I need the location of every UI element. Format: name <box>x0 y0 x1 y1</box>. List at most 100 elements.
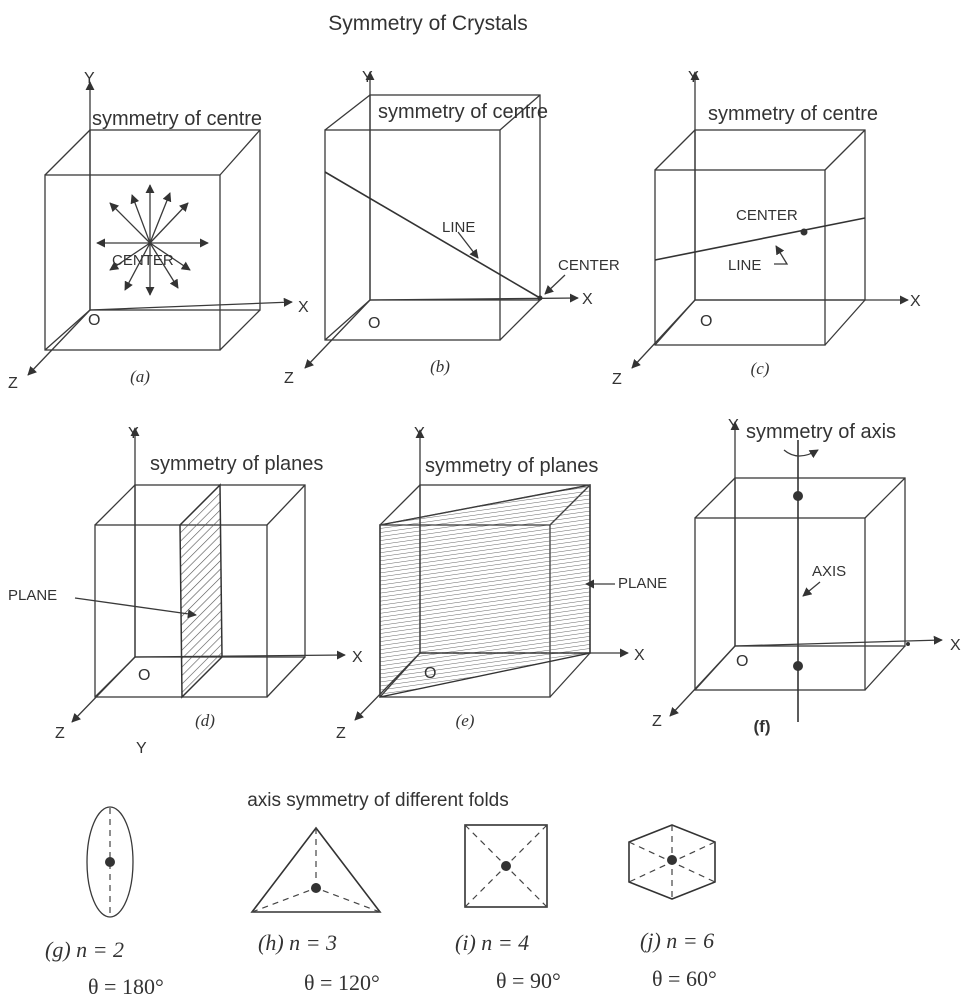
z-axis-label: Z <box>284 370 294 387</box>
center-point <box>537 295 543 301</box>
z-axis <box>669 645 736 717</box>
axis-point <box>667 855 677 865</box>
z-axis-label: Z <box>55 725 65 742</box>
origin-label: O <box>368 315 380 332</box>
panel-a: Y X Z O symmetry of centre CENTER (a) <box>8 70 309 392</box>
ellipse-outline <box>86 806 134 918</box>
figure-title: Symmetry of Crystals <box>328 12 528 35</box>
z-axis-label: Z <box>8 375 18 392</box>
fold-2-caption: (g) n = 2 <box>45 937 124 962</box>
panel-caption: (b) <box>430 357 450 376</box>
x-axis <box>89 297 293 311</box>
symmetry-line <box>654 217 866 261</box>
line-label: LINE <box>728 257 761 274</box>
cube-back-face <box>369 94 541 301</box>
y-axis-label: Y <box>414 425 425 442</box>
panel-caption: (d) <box>195 711 215 730</box>
panel-c: Y X Z O symmetry of centre CENTER LINE (… <box>612 69 921 388</box>
z-axis <box>304 299 371 369</box>
y-axis-label: Y <box>84 70 95 87</box>
center-label: CENTER <box>558 257 620 274</box>
center-point <box>800 228 808 236</box>
origin-label: O <box>700 313 712 330</box>
z-axis-label: Z <box>336 725 346 742</box>
rotation-arrow <box>783 449 819 459</box>
folds-heading: axis symmetry of different folds <box>247 790 509 811</box>
axis-label: AXIS <box>812 563 846 580</box>
panel-f: Y X Z O symmetry of axis AXIS (f) <box>652 417 961 736</box>
plane-label: PLANE <box>618 575 667 592</box>
panel-caption: (e) <box>456 711 475 730</box>
fold-6-diagram <box>628 824 716 900</box>
fold-3-diagram <box>250 826 382 913</box>
symmetry-plane <box>179 483 223 699</box>
line-label: LINE <box>442 219 475 236</box>
panel-heading: symmetry of centre <box>92 108 262 130</box>
x-axis-label: X <box>298 299 309 316</box>
z-axis-label: Z <box>652 713 662 730</box>
panel-heading: symmetry of planes <box>150 453 323 475</box>
x-axis-label: X <box>950 637 961 654</box>
x-axis-label: X <box>582 291 593 308</box>
triangle-outline <box>250 826 382 913</box>
fold-3-caption: (h) n = 3 <box>258 930 337 955</box>
fold-6-angle: θ = 60° <box>652 966 717 991</box>
axis-point <box>105 857 115 867</box>
panel-heading: symmetry of planes <box>425 455 598 477</box>
plane-label: PLANE <box>8 587 57 604</box>
fold-3-angle: θ = 120° <box>304 970 380 995</box>
axis-pointer <box>802 581 821 597</box>
x-axis-label: X <box>352 649 363 666</box>
fold-4-caption: (i) n = 4 <box>455 930 529 955</box>
panel-e: Y X Z O symmetry of planes PLANE (e) <box>336 425 667 742</box>
center-pointer <box>544 274 566 295</box>
x-axis-label: X <box>910 293 921 310</box>
plane-pointer <box>74 597 197 619</box>
fold-4-angle: θ = 90° <box>496 968 561 993</box>
axis-point-top <box>793 491 803 501</box>
axis-point <box>311 883 321 893</box>
panel-caption: (f) <box>754 717 771 736</box>
y-axis-label: Y <box>362 69 373 86</box>
center-arrows <box>96 184 209 296</box>
x-axis <box>734 635 943 647</box>
fold-2-diagram <box>86 806 134 918</box>
panel-d: Y X Z O symmetry of planes PLANE (d) Y <box>8 425 363 757</box>
panel-heading: symmetry of axis <box>746 421 896 443</box>
z-axis <box>631 299 696 369</box>
square-outline <box>464 824 548 908</box>
panel-heading: symmetry of centre <box>708 103 878 125</box>
origin-label: O <box>736 653 748 670</box>
fold-4-diagram <box>464 824 548 908</box>
fold-6-caption: (j) n = 6 <box>640 928 714 953</box>
z-axis <box>27 309 91 376</box>
center-label: CENTER <box>736 207 798 224</box>
cube-front-face <box>694 517 866 691</box>
x-axis <box>134 650 346 660</box>
origin-label: O <box>88 312 100 329</box>
axis-point-bottom <box>793 661 803 671</box>
origin-label: O <box>138 667 150 684</box>
line-pointer <box>457 231 479 259</box>
cube-front-face <box>324 129 501 341</box>
panel-caption: (c) <box>751 359 770 378</box>
z-axis <box>71 656 136 723</box>
fold-2-angle: θ = 180° <box>88 974 164 999</box>
x-axis-label: X <box>634 647 645 664</box>
origin-label: O <box>424 665 436 682</box>
cube-front-face <box>44 174 221 351</box>
y-axis-label: Y <box>688 69 699 86</box>
y-axis-label: Y <box>128 425 139 442</box>
panel-heading: symmetry of centre <box>378 101 548 123</box>
panel-caption: (a) <box>130 367 150 386</box>
z-axis-label: Z <box>612 371 622 388</box>
x-axis <box>369 293 579 303</box>
panel-b: Y X Z O symmetry of centre LINE CENTER (… <box>284 69 620 387</box>
y-axis-label: Y <box>728 417 739 434</box>
axis-point <box>501 861 511 871</box>
z-axis <box>354 652 421 721</box>
line-pointer <box>774 245 789 265</box>
center-label: CENTER <box>112 252 174 269</box>
